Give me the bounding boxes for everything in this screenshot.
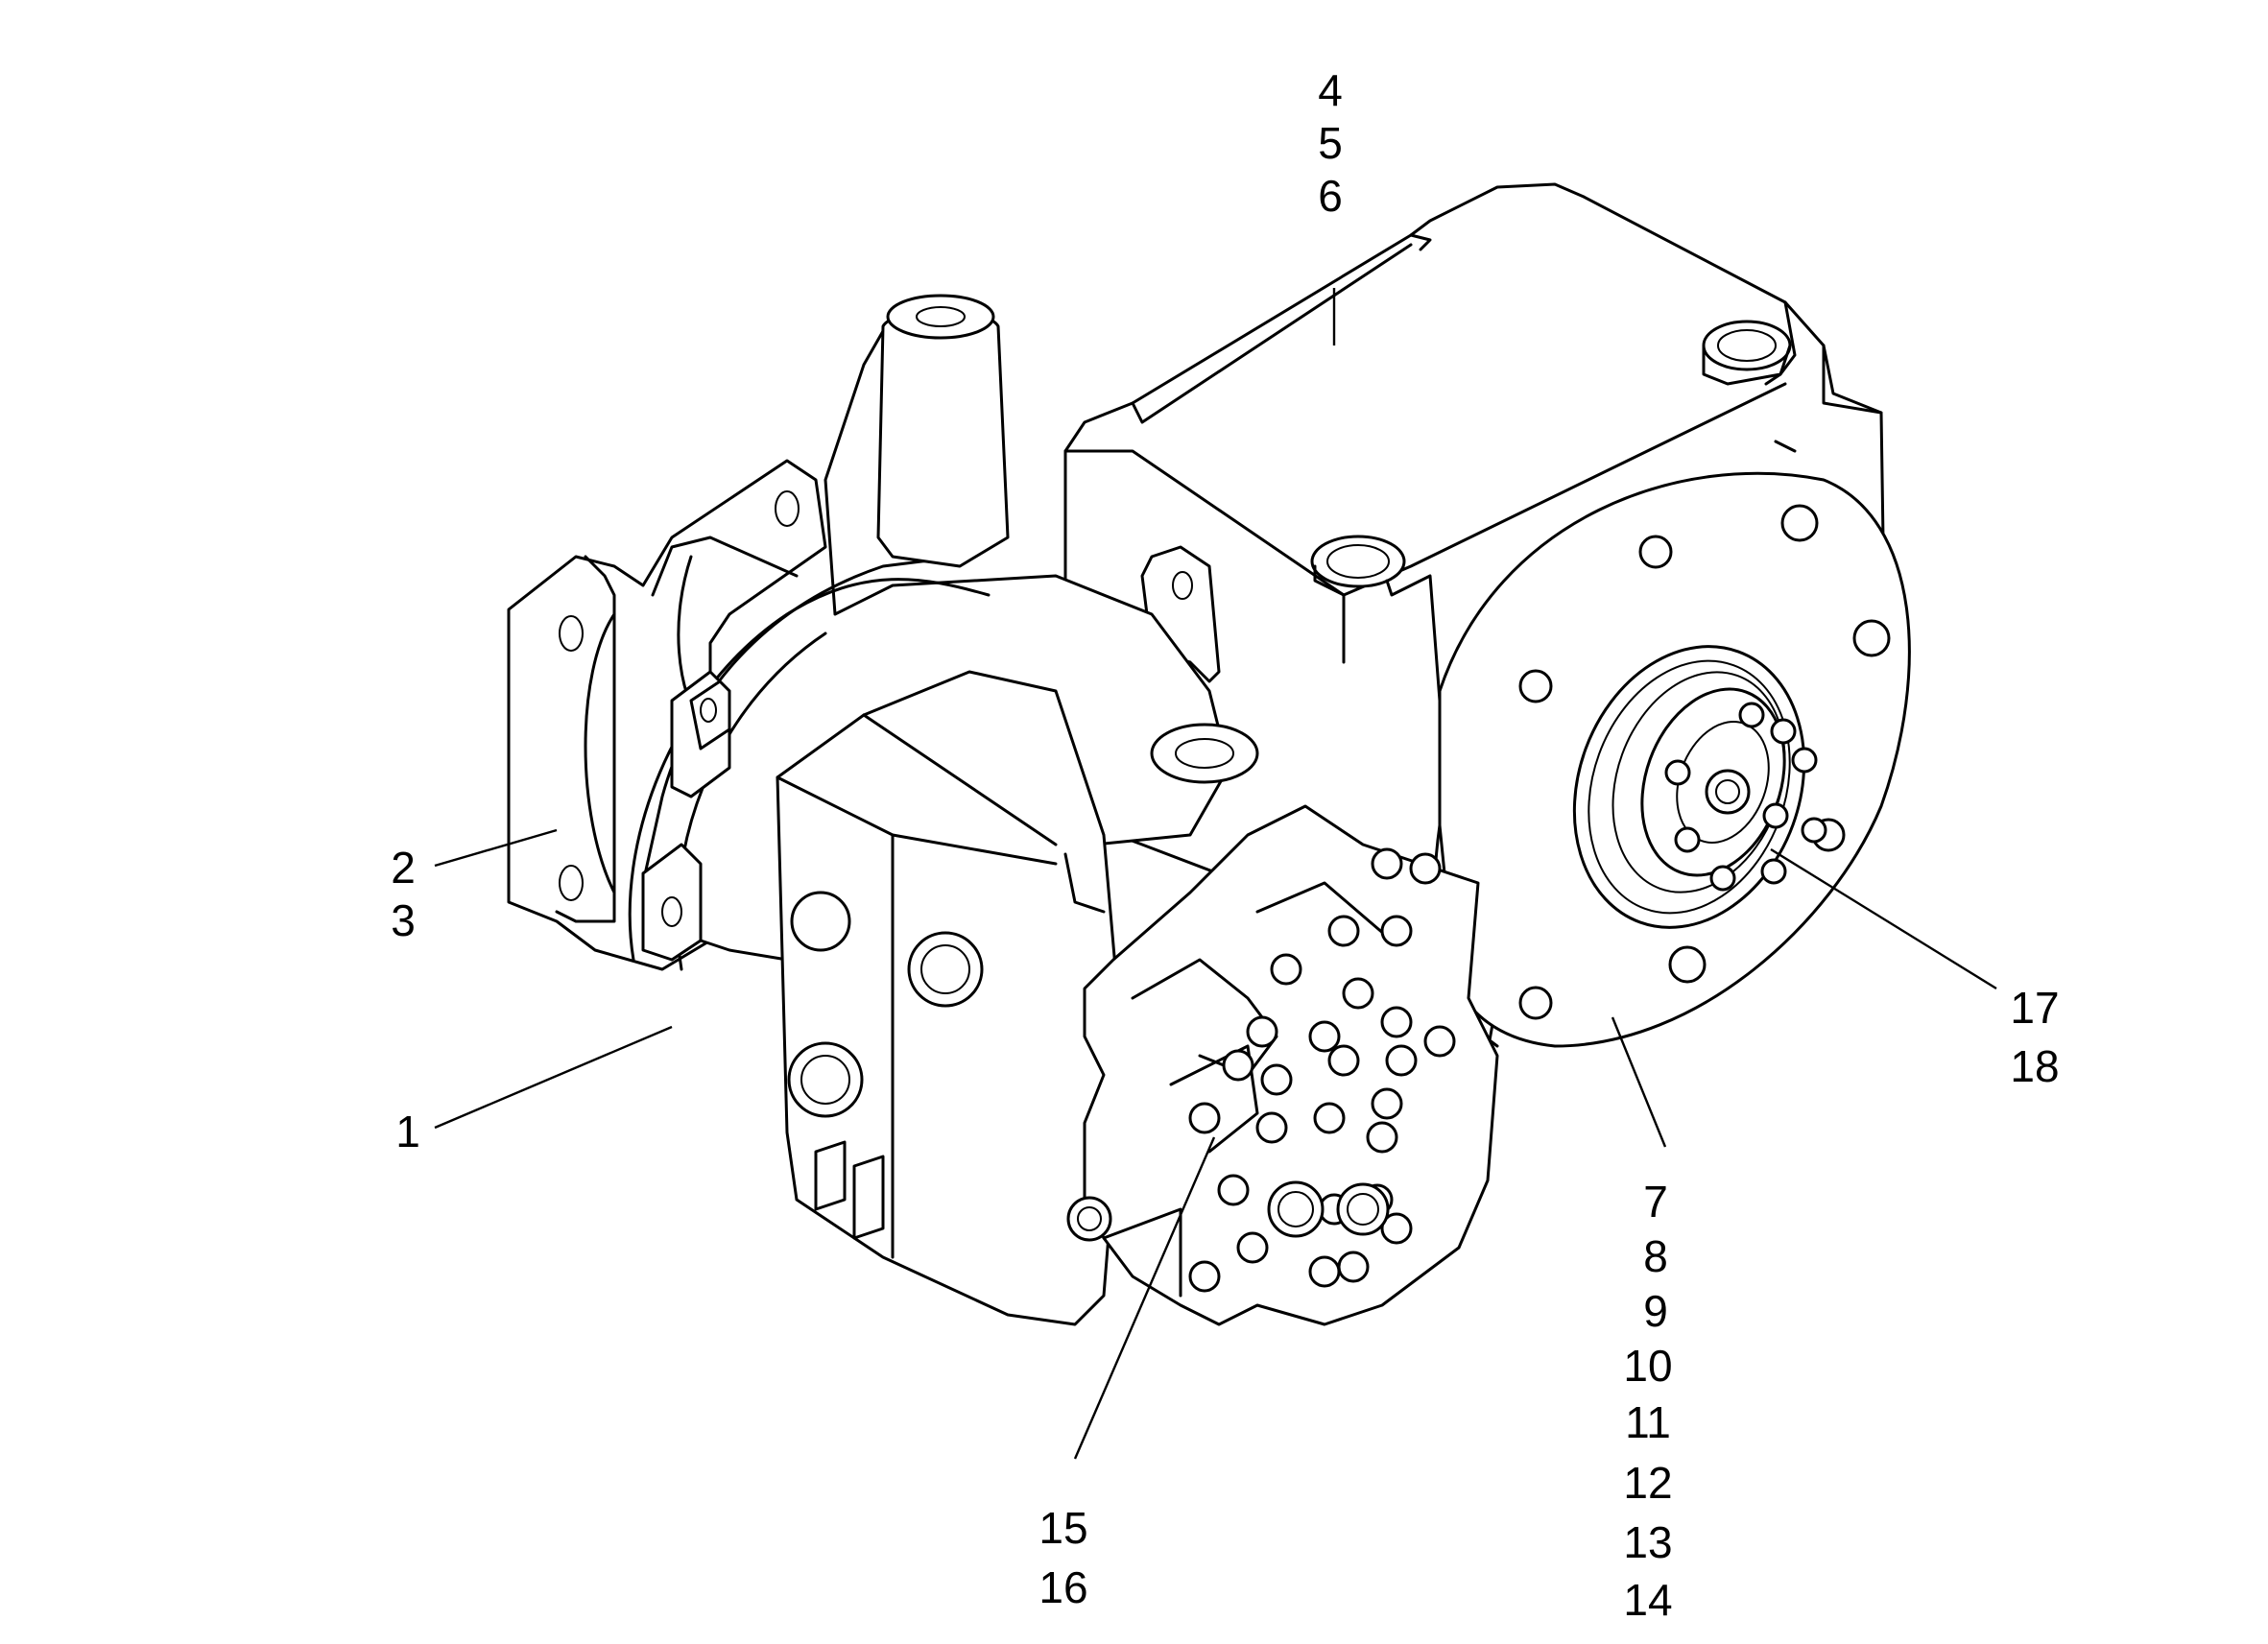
- leader-lines: [434, 288, 1997, 1460]
- callout-3: 3: [391, 895, 416, 945]
- callout-2: 2: [391, 843, 416, 893]
- hub-studs: [1664, 702, 1827, 892]
- callout-6: 6: [1318, 171, 1343, 221]
- valve-block: [776, 670, 1259, 1326]
- valve-bolts: [1188, 847, 1456, 1293]
- callout-9: 9: [1643, 1286, 1668, 1336]
- callout-16: 16: [1039, 1562, 1087, 1612]
- callout-17: 17: [2010, 983, 2059, 1033]
- leader-7-14: [1611, 1016, 1667, 1148]
- control-valve: [1066, 804, 1499, 1326]
- callout-11: 11: [1625, 1397, 1671, 1447]
- leader-2-3: [434, 828, 558, 868]
- callout-7: 7: [1643, 1177, 1668, 1227]
- flange-bolts: [1518, 504, 1891, 1020]
- callout-15: 15: [1039, 1503, 1087, 1553]
- end-cover-flange: [1433, 471, 1911, 1048]
- callout-14: 14: [1623, 1575, 1672, 1625]
- leader-17-18: [1770, 847, 1997, 990]
- callout-8: 8: [1643, 1231, 1668, 1281]
- callout-5: 5: [1318, 118, 1343, 168]
- callout-labels: 4 5 6 2 3 1 17 18 7 8 9 10 11 12 13 14 1…: [391, 65, 2059, 1625]
- callout-13: 13: [1623, 1517, 1672, 1567]
- leader-15-16: [1073, 1136, 1216, 1460]
- callout-1: 1: [395, 1107, 420, 1156]
- callout-4: 4: [1318, 65, 1343, 115]
- callout-10: 10: [1623, 1341, 1672, 1391]
- leader-1: [434, 1025, 673, 1130]
- callout-18: 18: [2010, 1041, 2059, 1091]
- input-flange: [507, 459, 827, 971]
- callout-12: 12: [1623, 1458, 1672, 1508]
